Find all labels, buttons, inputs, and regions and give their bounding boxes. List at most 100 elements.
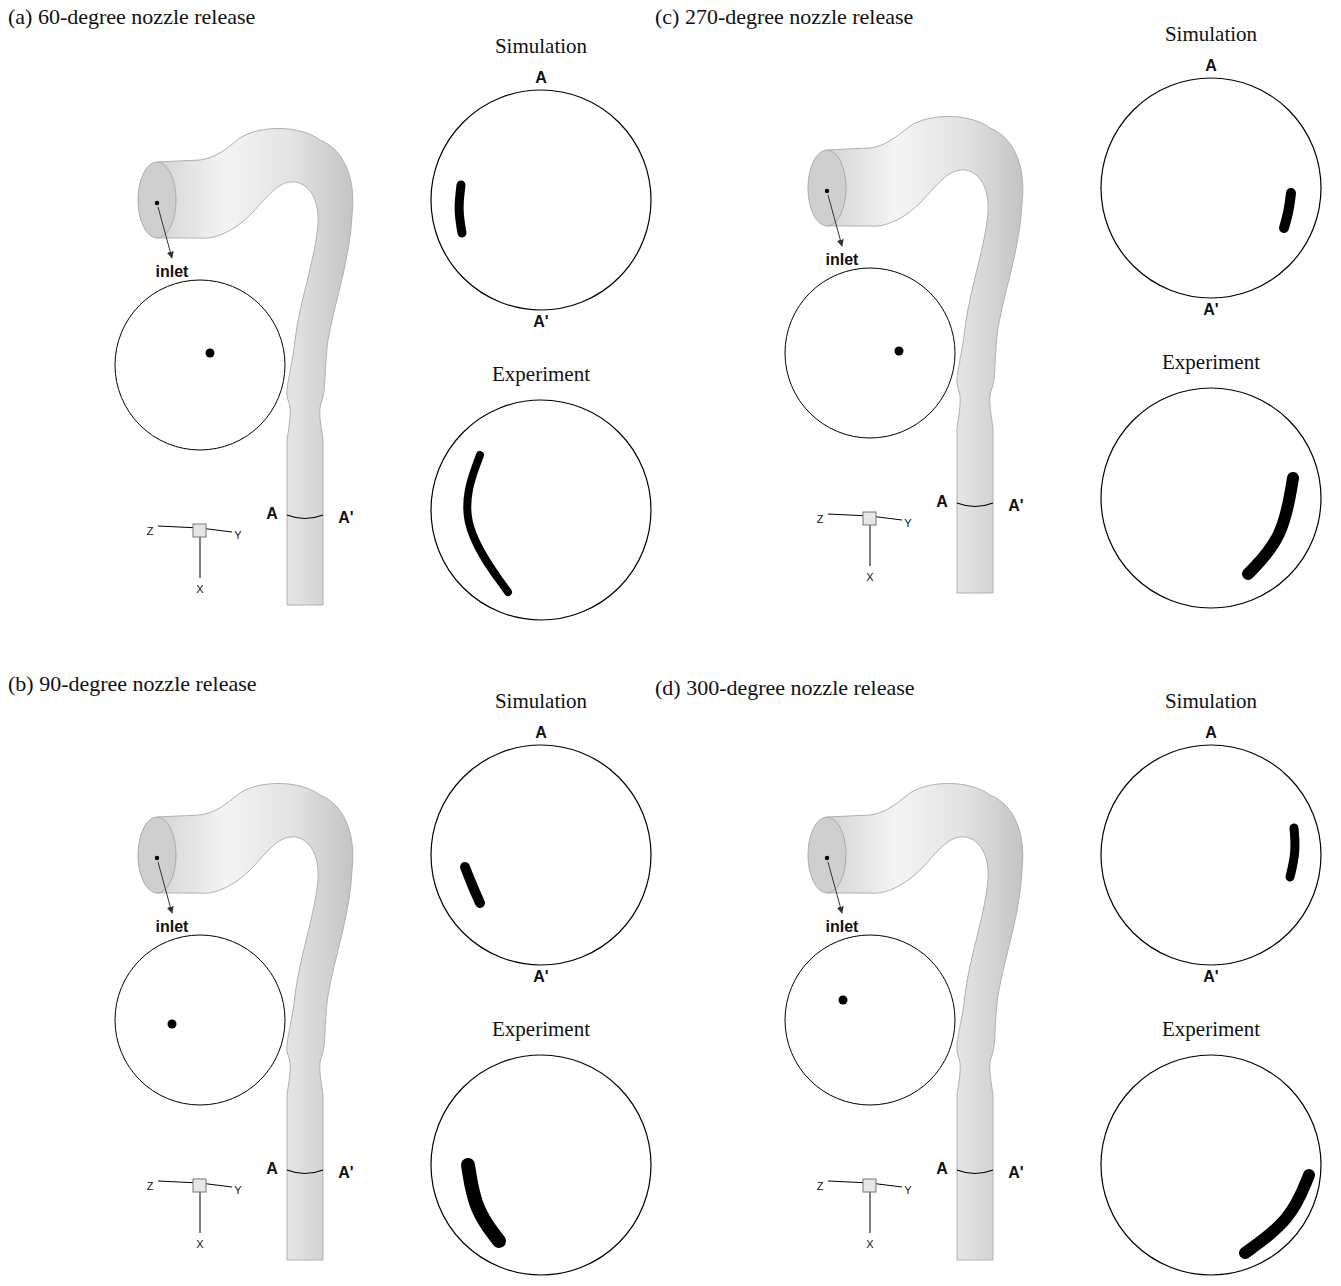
section-heading: Simulation [495, 36, 587, 57]
experiment-section: Experiment [430, 1054, 652, 1276]
section-heading: Experiment [1162, 352, 1260, 373]
experiment-section: Experiment [1100, 1054, 1322, 1276]
section-heading: Experiment [492, 1019, 590, 1040]
inlet-face [808, 817, 846, 893]
release-dot [895, 347, 904, 356]
section-outline [1100, 387, 1322, 609]
inlet-label: inlet [156, 919, 189, 935]
cut-line [287, 515, 323, 519]
particle-pattern [1245, 1175, 1309, 1253]
inlet-face [138, 817, 176, 893]
experiment-section: Experiment [1100, 387, 1322, 609]
nozzle-point [825, 189, 829, 193]
nozzle-point [155, 201, 159, 205]
axis-label: Z [147, 1181, 154, 1192]
simulation-section: SimulationAA' [430, 89, 652, 311]
inlet-label: inlet [156, 264, 189, 280]
section-label: A' [1008, 1165, 1023, 1181]
section-label: A' [338, 510, 353, 526]
section-heading: Experiment [1162, 1019, 1260, 1040]
vessel-model [827, 116, 1023, 593]
axis-label: X [196, 1239, 203, 1250]
section-label: A' [1008, 498, 1023, 514]
simulation-section: SimulationAA' [1100, 744, 1322, 966]
vessel-panel [115, 783, 353, 1260]
axis-label: Y [904, 518, 911, 529]
vessel-panel [785, 783, 1023, 1260]
section-label: A' [1203, 969, 1218, 985]
section-label: A' [338, 1165, 353, 1181]
vessel-model [157, 783, 353, 1260]
section-label: A [936, 494, 948, 510]
axis-label: X [866, 572, 873, 583]
particle-pattern [467, 455, 508, 592]
axes-icon [828, 512, 902, 566]
axis-label: Y [234, 530, 241, 541]
section-label: A [266, 1161, 278, 1177]
axes-icon [158, 1179, 232, 1233]
inlet-face [138, 162, 176, 238]
panel-title: (c) 270-degree nozzle release [655, 6, 913, 28]
section-outline [1100, 77, 1322, 299]
vessel-model [827, 783, 1023, 1260]
axis-label: Y [234, 1185, 241, 1196]
vessel-panel [115, 128, 353, 605]
section-heading: Experiment [492, 364, 590, 385]
inlet-arrow [828, 195, 842, 246]
inlet-label: inlet [826, 919, 859, 935]
vessel-panel [785, 116, 1023, 593]
section-label: A [1205, 58, 1217, 74]
axis-label: X [866, 1239, 873, 1250]
vessel-model [157, 128, 353, 605]
release-dot [839, 996, 848, 1005]
axes-icon [158, 524, 232, 578]
inlet-arrow [158, 862, 172, 913]
particle-pattern [468, 1165, 499, 1241]
particle-pattern [1284, 193, 1291, 228]
axis-label: X [196, 584, 203, 595]
panel-title: (a) 60-degree nozzle release [8, 6, 255, 28]
particle-pattern [1248, 478, 1293, 574]
section-outline [430, 1054, 652, 1276]
section-outline [1100, 744, 1322, 966]
inlet-section [785, 268, 955, 438]
nozzle-point [825, 856, 829, 860]
section-heading: Simulation [1165, 691, 1257, 712]
section-outline [430, 744, 652, 966]
inlet-face [808, 150, 846, 226]
section-label: A [535, 70, 547, 86]
inlet-section [115, 935, 285, 1105]
section-label: A' [533, 969, 548, 985]
axis-label: Z [147, 526, 154, 537]
section-heading: Simulation [495, 691, 587, 712]
section-label: A [266, 506, 278, 522]
axis-label: Y [904, 1185, 911, 1196]
inlet-section [785, 935, 955, 1105]
cut-line [287, 1170, 323, 1174]
particle-pattern [459, 185, 462, 233]
section-label: A' [533, 314, 548, 330]
panel-title: (d) 300-degree nozzle release [655, 677, 915, 699]
inlet-section [115, 280, 285, 450]
section-label: A [1205, 725, 1217, 741]
section-outline [430, 399, 652, 621]
section-label: A' [1203, 302, 1218, 318]
section-outline [430, 89, 652, 311]
section-outline [1100, 1054, 1322, 1276]
inlet-arrow [158, 207, 172, 258]
particle-pattern [465, 867, 480, 903]
section-label: A [535, 725, 547, 741]
inlet-label: inlet [826, 252, 859, 268]
simulation-section: SimulationAA' [430, 744, 652, 966]
release-dot [206, 349, 215, 358]
experiment-section: Experiment [430, 399, 652, 621]
panel-title: (b) 90-degree nozzle release [8, 673, 257, 695]
section-heading: Simulation [1165, 24, 1257, 45]
axes-icon [828, 1179, 902, 1233]
cut-line [957, 1170, 993, 1174]
release-dot [168, 1020, 177, 1029]
simulation-section: SimulationAA' [1100, 77, 1322, 299]
cut-line [957, 503, 993, 507]
section-label: A [936, 1161, 948, 1177]
particle-pattern [1290, 828, 1295, 877]
